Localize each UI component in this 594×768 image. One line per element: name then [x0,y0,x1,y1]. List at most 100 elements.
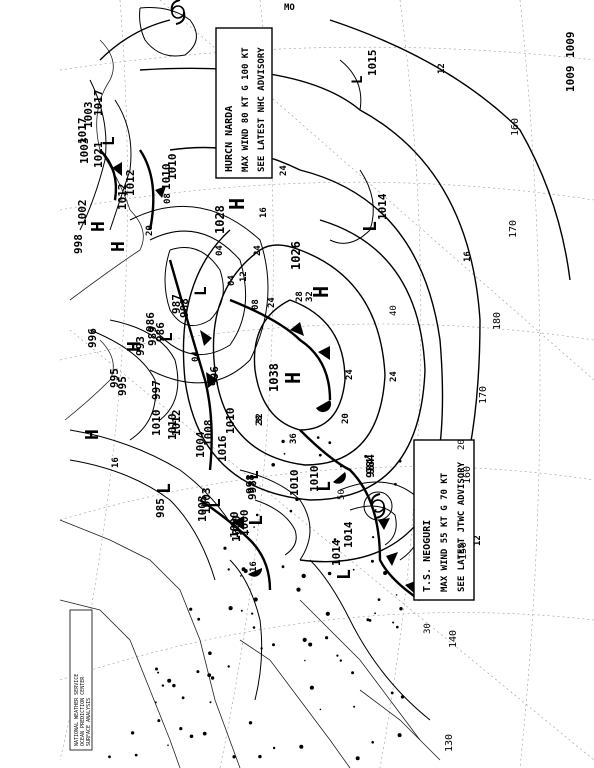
latitude-labels: 20 30 40 50 [337,305,467,634]
station-dot [395,594,398,596]
isobar-label: 1008 [202,420,215,447]
station-dot [227,568,230,571]
station-dot [283,452,286,455]
lon-label: 130 [444,734,455,752]
lon-label: 170 [478,386,489,404]
isobar-label: 1016 [216,435,229,462]
station-dot [207,673,212,678]
station-dot [167,678,172,683]
station-dot [134,753,138,757]
station-dot [289,509,293,513]
station-dot [336,654,339,657]
station-dot [157,671,160,674]
station-dot [397,733,402,738]
coastlines [59,39,441,768]
station-dot [296,587,301,592]
isobar-label: 1003 [78,138,91,165]
station-dot [364,454,368,458]
corner-label: MO [284,3,295,13]
isobar-label: 24 [279,165,289,176]
isobar-label: 1010 [166,154,179,181]
station-dot [243,569,248,573]
station-dot [352,568,355,571]
high-center-letter: H [124,341,145,352]
isobar-label: 996 [86,328,99,348]
station-dot [328,441,332,445]
low-center-letter: L [334,569,355,580]
legend-line: NATIONAL WEATHER SERVICE [74,674,80,746]
isobar-label: 984 [364,454,377,474]
station-dot [271,463,276,467]
isobar-labels: 1009101710211009100310101012101010039981… [72,32,577,573]
low-center-letter: L [99,136,118,146]
isobar-label: 1004 [194,431,207,458]
low-center-value: 1003 [196,496,209,523]
isobar-label: 20 [341,413,351,424]
isobar-label: 1000 [238,510,251,537]
isobar-label: 12 [437,63,447,74]
station-dot [281,565,285,569]
station-dot [398,459,402,463]
lat-label: 40 [389,305,399,316]
high-center-letter: H [281,372,305,384]
fronts [99,149,421,601]
station-dot [394,482,397,486]
high-center-value: 1012 [124,170,137,197]
high-center-letter: H [88,221,109,232]
isobar-label: 16 [249,561,259,572]
station-dot [319,708,322,711]
station-dot [167,744,169,746]
low-center-value: 1014 [376,193,389,220]
lon-label: 140 [448,630,459,648]
lat-label: 50 [337,489,347,500]
isobar-label: 1021 [92,141,105,168]
station-dot [172,683,176,688]
station-dot [366,618,370,622]
station-dot [208,651,212,655]
station-dot [240,575,242,577]
station-dot [327,571,332,576]
station-dot [333,538,337,541]
lon-label: 170 [508,220,519,238]
low-center-letter: L [246,515,267,526]
isobar-label: 1010 [150,410,163,437]
storm-line: T.S. NEOGURI [422,520,433,592]
isobar-label: 1017 [92,90,105,117]
station-dot [318,453,322,457]
station-dot [210,676,215,680]
low-center-letter: L [243,470,262,480]
low-center-value: 986 [154,322,167,342]
station-dot [302,637,307,643]
station-dot [304,659,306,662]
station-dot [390,691,394,695]
isobar-label: 996 [208,366,221,386]
isobar-label: 998 [72,234,85,254]
station-dot [355,756,360,761]
high-center-value: 1002 [76,200,89,227]
isobar-label: 1003 [82,102,95,129]
isobar-label: 20 [145,225,155,236]
storm-line: HURCN NARDA [224,106,235,172]
lon-label: 160 [462,466,473,484]
station-dot [189,734,194,739]
isobar-label: 995 [108,368,121,388]
isobar-label: 1009 [564,32,577,59]
high-center-value: 1010 [166,414,179,441]
station-dot [248,721,253,725]
isobar-label: 1012 [116,184,129,211]
low-center-value: 984 [364,458,377,478]
longitude-labels: 160 170 180 170 160 150 140 130 [444,118,521,752]
storm-line: SEE LATEST NHC ADVISORY [257,47,267,172]
station-dot [247,531,250,534]
station-dot [238,523,241,527]
isobar-label: 993 [134,336,147,356]
station-dot [154,701,157,704]
low-center-letter: L [154,483,175,494]
isobar-label: 28 [255,415,265,426]
station-dot [309,685,314,690]
station-dot [227,665,230,668]
isobar-label: 32 [255,413,265,424]
station-dot [223,546,227,550]
isobar-label: 1010 [160,164,173,191]
